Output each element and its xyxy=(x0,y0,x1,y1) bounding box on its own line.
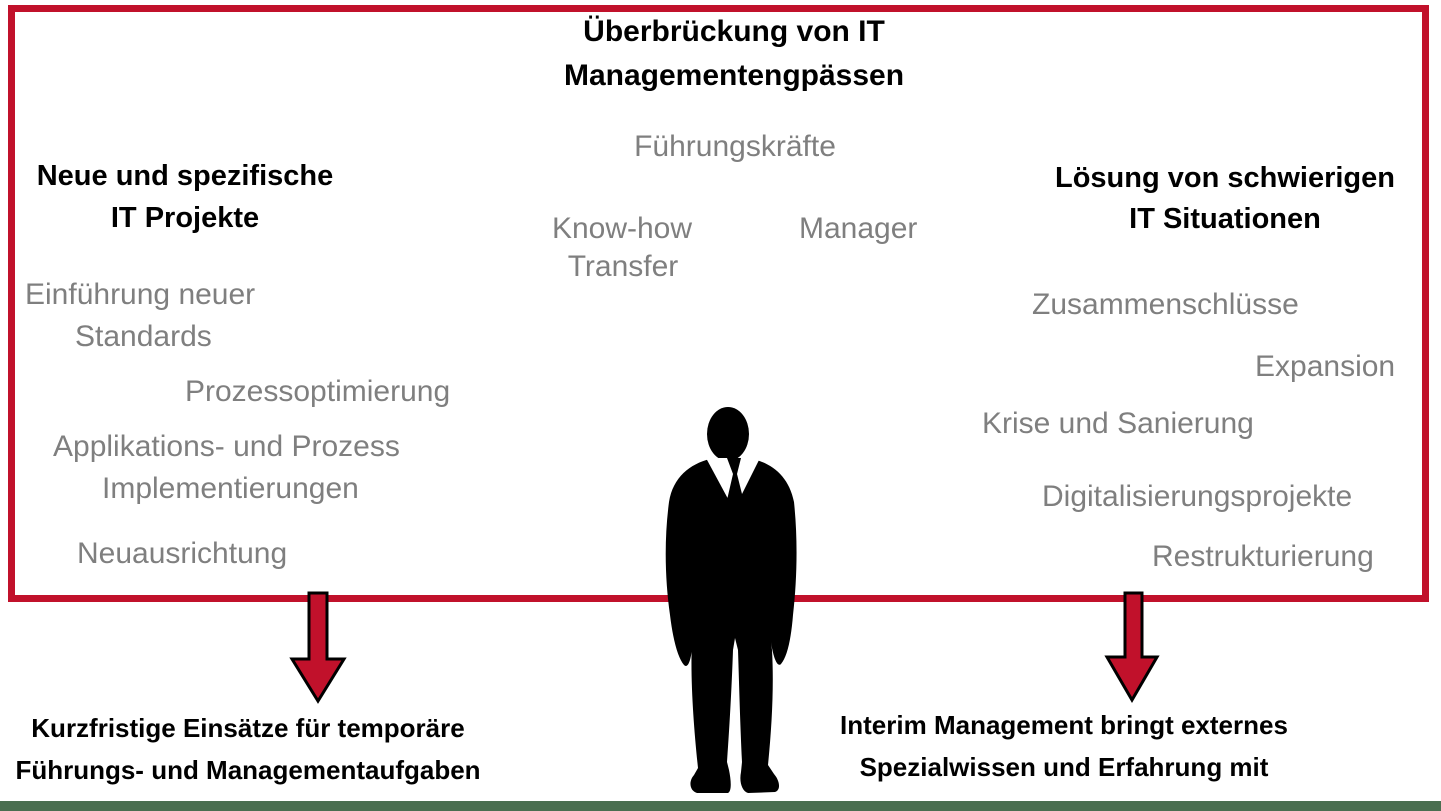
left-item-prozessoptimierung: Prozessoptimierung xyxy=(185,375,451,408)
diagram-title-line2: Managementengpässen xyxy=(563,59,905,92)
left-section-heading-line2: IT Projekte xyxy=(110,202,260,234)
down-arrow-right-icon xyxy=(1104,591,1160,703)
left-item-einfuehrung-neuer: Einführung neuer xyxy=(25,278,256,311)
bottom-green-strip xyxy=(0,801,1441,811)
center-item-know-how: Know-how xyxy=(551,212,693,245)
caption-right-line1: Interim Management bringt externes xyxy=(840,710,1288,740)
person-head xyxy=(707,407,749,461)
right-item-expansion: Expansion xyxy=(1255,350,1396,383)
left-item-applikations: Applikations- und Prozess xyxy=(53,430,400,463)
business-person-silhouette xyxy=(665,407,797,793)
down-arrow-left-icon xyxy=(289,591,347,704)
right-item-restrukturierung: Restrukturierung xyxy=(1152,540,1374,573)
diagram-title-line1: Überbrückung von IT xyxy=(583,15,885,48)
right-item-zusammenschluesse: Zusammenschlüsse xyxy=(1032,288,1299,321)
right-section-heading-line2: IT Situationen xyxy=(1129,203,1321,235)
center-item-transfer: Transfer xyxy=(567,250,679,283)
person-body xyxy=(665,459,797,793)
right-item-krise-und-sanierung: Krise und Sanierung xyxy=(982,407,1254,440)
caption-left-line2: Führungs- und Managementaufgaben xyxy=(15,755,481,785)
caption-right-line2: Spezialwissen und Erfahrung mit xyxy=(859,752,1269,782)
left-item-standards: Standards xyxy=(75,320,212,353)
caption-left-line1: Kurzfristige Einsätze für temporäre xyxy=(31,713,465,743)
left-item-neuausrichtung: Neuausrichtung xyxy=(77,537,288,570)
right-section-heading: Lösung von schwierigen IT Situationen xyxy=(1020,158,1430,240)
diagram-title: Überbrückung von IT Managementengpässen xyxy=(484,10,984,98)
left-section-heading: Neue und spezifische IT Projekte xyxy=(20,155,350,239)
right-section-heading-line1: Lösung von schwierigen xyxy=(1055,162,1395,194)
person-tie xyxy=(727,458,744,526)
left-item-implementierungen: Implementierungen xyxy=(102,472,359,505)
left-section-heading-line1: Neue und spezifische xyxy=(36,160,334,192)
right-item-digitalisierungsprojekte: Digitalisierungsprojekte xyxy=(1042,480,1353,513)
center-item-fuehrungskraefte: Führungskräfte xyxy=(634,130,836,163)
center-item-manager: Manager xyxy=(799,212,918,245)
